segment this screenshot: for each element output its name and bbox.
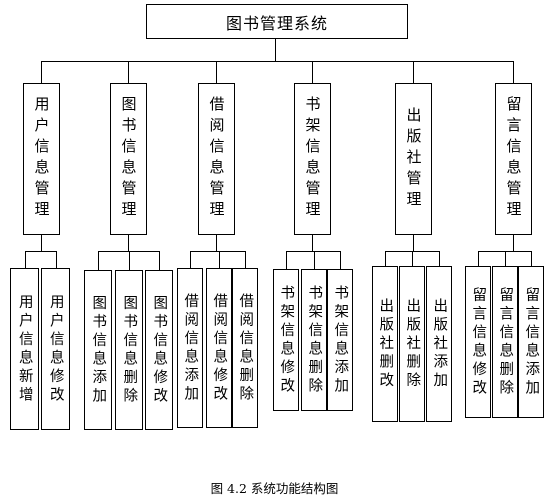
leaf-box-2-2-label: 图书信息删除	[121, 294, 138, 406]
module-box-3: 借阅信息管理	[197, 83, 235, 235]
module-down-line-4	[312, 235, 314, 251]
module-box-2: 图书信息管理	[109, 83, 147, 235]
leaf-box-3-3-label: 借阅信息删除	[237, 292, 254, 404]
leaf-connector-line-3-3	[245, 251, 247, 268]
leaf-box-4-2-label: 书架信息删除	[306, 284, 323, 396]
module-box-5: 出版社管理	[394, 83, 432, 235]
leaf-box-5-2: 出版社删除	[399, 266, 425, 422]
module-down-line-3	[216, 235, 218, 251]
leaf-connector-line-3-1	[190, 251, 192, 268]
module-box-4: 书架信息管理	[293, 83, 331, 235]
leaf-box-2-3-label: 图书信息修改	[151, 294, 168, 406]
module-box-6-label: 留言信息管理	[504, 96, 523, 222]
leaf-box-2-2: 图书信息删除	[115, 270, 143, 430]
leaf-connector-line-6-1	[478, 251, 480, 266]
module-box-4-label: 书架信息管理	[303, 96, 322, 222]
leaf-box-2-1-label: 图书信息添加	[90, 294, 107, 406]
leaf-box-1-2: 用户信息修改	[41, 268, 70, 430]
root-node-label: 图书管理系统	[225, 13, 328, 33]
leaf-connector-line-6-3	[531, 251, 533, 266]
module-box-1: 用户信息管理	[22, 83, 60, 235]
module-connector-line-1	[41, 61, 43, 83]
leaf-box-3-2: 借阅信息修改	[206, 268, 232, 428]
leaf-box-6-2: 留言信息删除	[492, 266, 518, 418]
leaf-box-4-1-label: 书架信息修改	[278, 284, 295, 396]
leaf-connector-line-2-3	[159, 251, 161, 270]
child-bus-line-4	[286, 251, 340, 253]
child-bus-line-2	[98, 251, 159, 253]
leaf-box-1-1-label: 用户信息新增	[16, 293, 33, 405]
leaf-box-5-1: 出版社删改	[372, 266, 398, 422]
leaf-box-1-2-label: 用户信息修改	[47, 293, 64, 405]
leaf-connector-line-3-2	[219, 251, 221, 268]
module-box-5-label: 出版社管理	[404, 106, 423, 212]
leaf-box-4-1: 书架信息修改	[273, 269, 299, 411]
leaf-box-6-3: 留言信息添加	[518, 266, 544, 418]
leaf-connector-line-2-1	[98, 251, 100, 270]
leaf-box-3-1: 借阅信息添加	[177, 268, 203, 428]
leaf-box-4-2: 书架信息删除	[301, 269, 327, 411]
leaf-connector-line-4-3	[340, 251, 342, 269]
root-node: 图书管理系统	[146, 4, 408, 39]
leaf-box-4-3-label: 书架信息添加	[332, 284, 349, 396]
leaf-box-6-3-label: 留言信息添加	[523, 286, 540, 398]
leaf-connector-line-5-2	[412, 251, 414, 266]
root-connector-line	[275, 39, 277, 61]
child-bus-line-3	[190, 251, 245, 253]
module-down-line-5	[413, 235, 415, 251]
leaf-connector-line-4-1	[286, 251, 288, 269]
module-connector-line-6	[513, 61, 515, 83]
module-connector-line-2	[128, 61, 130, 83]
module-down-line-1	[41, 235, 43, 251]
leaf-box-3-1-label: 借阅信息添加	[182, 292, 199, 404]
leaf-connector-line-4-2	[314, 251, 316, 269]
module-box-2-label: 图书信息管理	[119, 96, 138, 222]
module-box-1-label: 用户信息管理	[32, 96, 51, 222]
leaf-connector-line-6-2	[505, 251, 507, 266]
module-connector-line-5	[413, 61, 415, 83]
leaf-box-3-2-label: 借阅信息修改	[211, 292, 228, 404]
top-bus-line	[41, 61, 514, 63]
leaf-box-5-3: 出版社添加	[426, 266, 452, 422]
leaf-connector-line-5-3	[439, 251, 441, 266]
leaf-box-6-1-label: 留言信息修改	[470, 286, 487, 398]
module-box-3-label: 借阅信息管理	[207, 96, 226, 222]
leaf-connector-line-2-2	[129, 251, 131, 270]
leaf-box-6-2-label: 留言信息删除	[497, 286, 514, 398]
leaf-connector-line-1-2	[55, 251, 57, 268]
leaf-box-2-1: 图书信息添加	[84, 270, 112, 430]
module-box-6: 留言信息管理	[494, 83, 532, 235]
child-bus-line-6	[478, 251, 531, 253]
leaf-connector-line-1-1	[24, 251, 26, 268]
leaf-box-2-3: 图书信息修改	[145, 270, 173, 430]
figure-caption: 图 4.2 系统功能结构图	[210, 481, 339, 496]
leaf-box-5-1-label: 出版社删改	[377, 297, 394, 391]
leaf-box-4-3: 书架信息添加	[327, 269, 353, 411]
module-connector-line-4	[312, 61, 314, 83]
module-down-line-6	[513, 235, 515, 251]
module-down-line-2	[128, 235, 130, 251]
leaf-connector-line-5-1	[385, 251, 387, 266]
child-bus-line-1	[24, 251, 56, 253]
leaf-box-3-3: 借阅信息删除	[232, 268, 258, 428]
leaf-box-5-2-label: 出版社删除	[404, 297, 421, 391]
leaf-box-1-1: 用户信息新增	[10, 268, 39, 430]
leaf-box-6-1: 留言信息修改	[465, 266, 491, 418]
leaf-box-5-3-label: 出版社添加	[431, 297, 448, 391]
module-connector-line-3	[216, 61, 218, 83]
